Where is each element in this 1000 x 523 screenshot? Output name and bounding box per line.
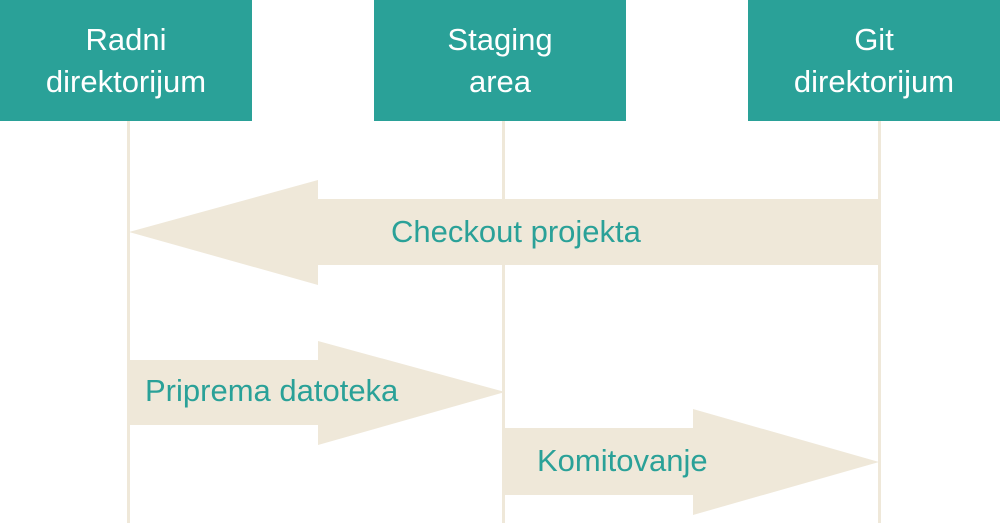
git-directory-box: Git direktorijum [748, 0, 1000, 121]
working-directory-label: Radni direktorijum [45, 21, 207, 99]
staging-area-label: Staging area [447, 21, 553, 99]
staging-area-lifeline [502, 121, 505, 523]
checkout-arrow [129, 180, 879, 285]
staging-arrow [129, 341, 505, 445]
git-directory-lifeline [878, 121, 881, 523]
staging-label: Priprema datoteka [145, 373, 399, 408]
staging-area-box: Staging area [374, 0, 626, 121]
working-directory-lifeline [127, 121, 130, 523]
commit-arrow [503, 409, 879, 515]
checkout-label: Checkout projekta [391, 214, 641, 249]
working-directory-box: Radni direktorijum [0, 0, 252, 121]
commit-label: Komitovanje [537, 443, 708, 478]
git-directory-label: Git direktorijum [793, 21, 955, 99]
